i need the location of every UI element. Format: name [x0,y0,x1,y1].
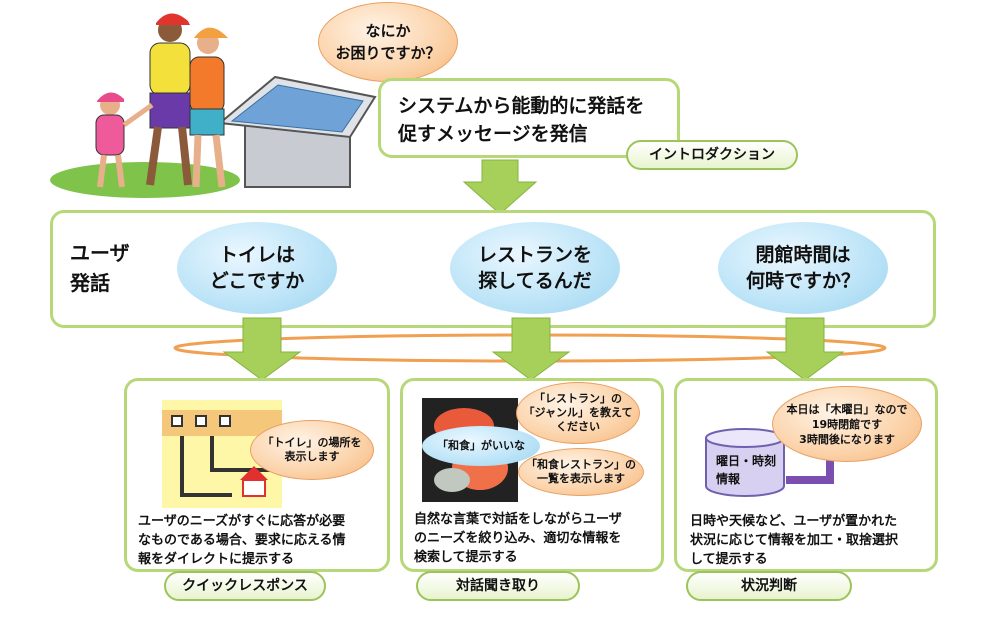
down-arrow-left [222,317,302,381]
quick-response-bubble-text: 「トイレ」の場所を 表示します [262,436,362,463]
dialogue-label: 対話聞き取り [416,571,580,601]
visitors-illustration [50,13,377,198]
quick-response-bubble: 「トイレ」の場所を 表示します [250,420,374,480]
dialogue-system-question-text: 「レストラン」の 「ジャンル」を教えて ください [523,392,633,433]
database-icon [705,428,785,497]
man-figure-icon [146,13,192,186]
dialogue-user-answer-text: 「和食」がいいな [437,439,525,452]
kiosk-icon [217,75,377,188]
situation-description: 日時や天候など、ユーザが置かれた 状況に応じて情報を加工・取捨選択 して提示する [690,514,899,567]
intro-label: イントロダクション [626,140,798,170]
prompt-text: なにか お困りですか？ [335,22,441,62]
situation-bubble: 本日は「木曜日」なので 19時閉館です 3時間後になります [772,386,922,462]
down-arrow-right [765,317,845,381]
quick-response-description: ユーザのニーズがすぐに応答が必要 なものである場合、要求に応える情 報をダイレク… [138,514,346,567]
user-utterance-label: ユーザ 発話 [70,241,130,295]
quick-response-label: クイックレスポンス [164,571,326,601]
dialogue-system-result-text: 「和食レストラン」の 一覧を表示します [526,458,636,485]
down-arrow-center [491,317,571,381]
woman-figure-icon [189,27,228,188]
utterance-text-toilet: トイレは どこですか [209,244,305,292]
grass-ground [50,162,240,198]
situation-bubble-text: 本日は「木曜日」なので 19時閉館です 3時間後になります [786,402,908,446]
utterance-bubble-toilet: トイレは どこですか [177,222,337,314]
down-arrow-main [462,159,538,215]
database-label: 曜日・時刻 情報 [716,454,777,486]
dialogue-system-result-bubble: 「和食レストラン」の 一覧を表示します [518,448,644,496]
utterance-bubble-closing-time: 閉館時間は 何時ですか？ [718,222,888,314]
dialogue-description: 自然な言葉で対話をしながらユーザ のニーズを絞り込み、適切な情報を 検索して提示… [414,512,622,565]
dialogue-system-question-bubble: 「レストラン」の 「ジャンル」を教えて ください [516,382,640,444]
utterance-text-restaurant: レストランを 探してるんだ [477,244,592,292]
prompt-speech-bubble: なにか お困りですか？ [318,2,458,82]
child-figure-icon [95,92,154,188]
intro-message: システムから能動的に発話を 促すメッセージを発信 [398,95,645,145]
utterance-bubble-restaurant: レストランを 探してるんだ [450,222,620,314]
utterance-text-closing-time: 閉館時間は 何時ですか？ [745,244,860,292]
dialogue-user-answer-bubble: 「和食」がいいな [422,426,540,466]
situation-label: 状況判断 [686,571,852,601]
